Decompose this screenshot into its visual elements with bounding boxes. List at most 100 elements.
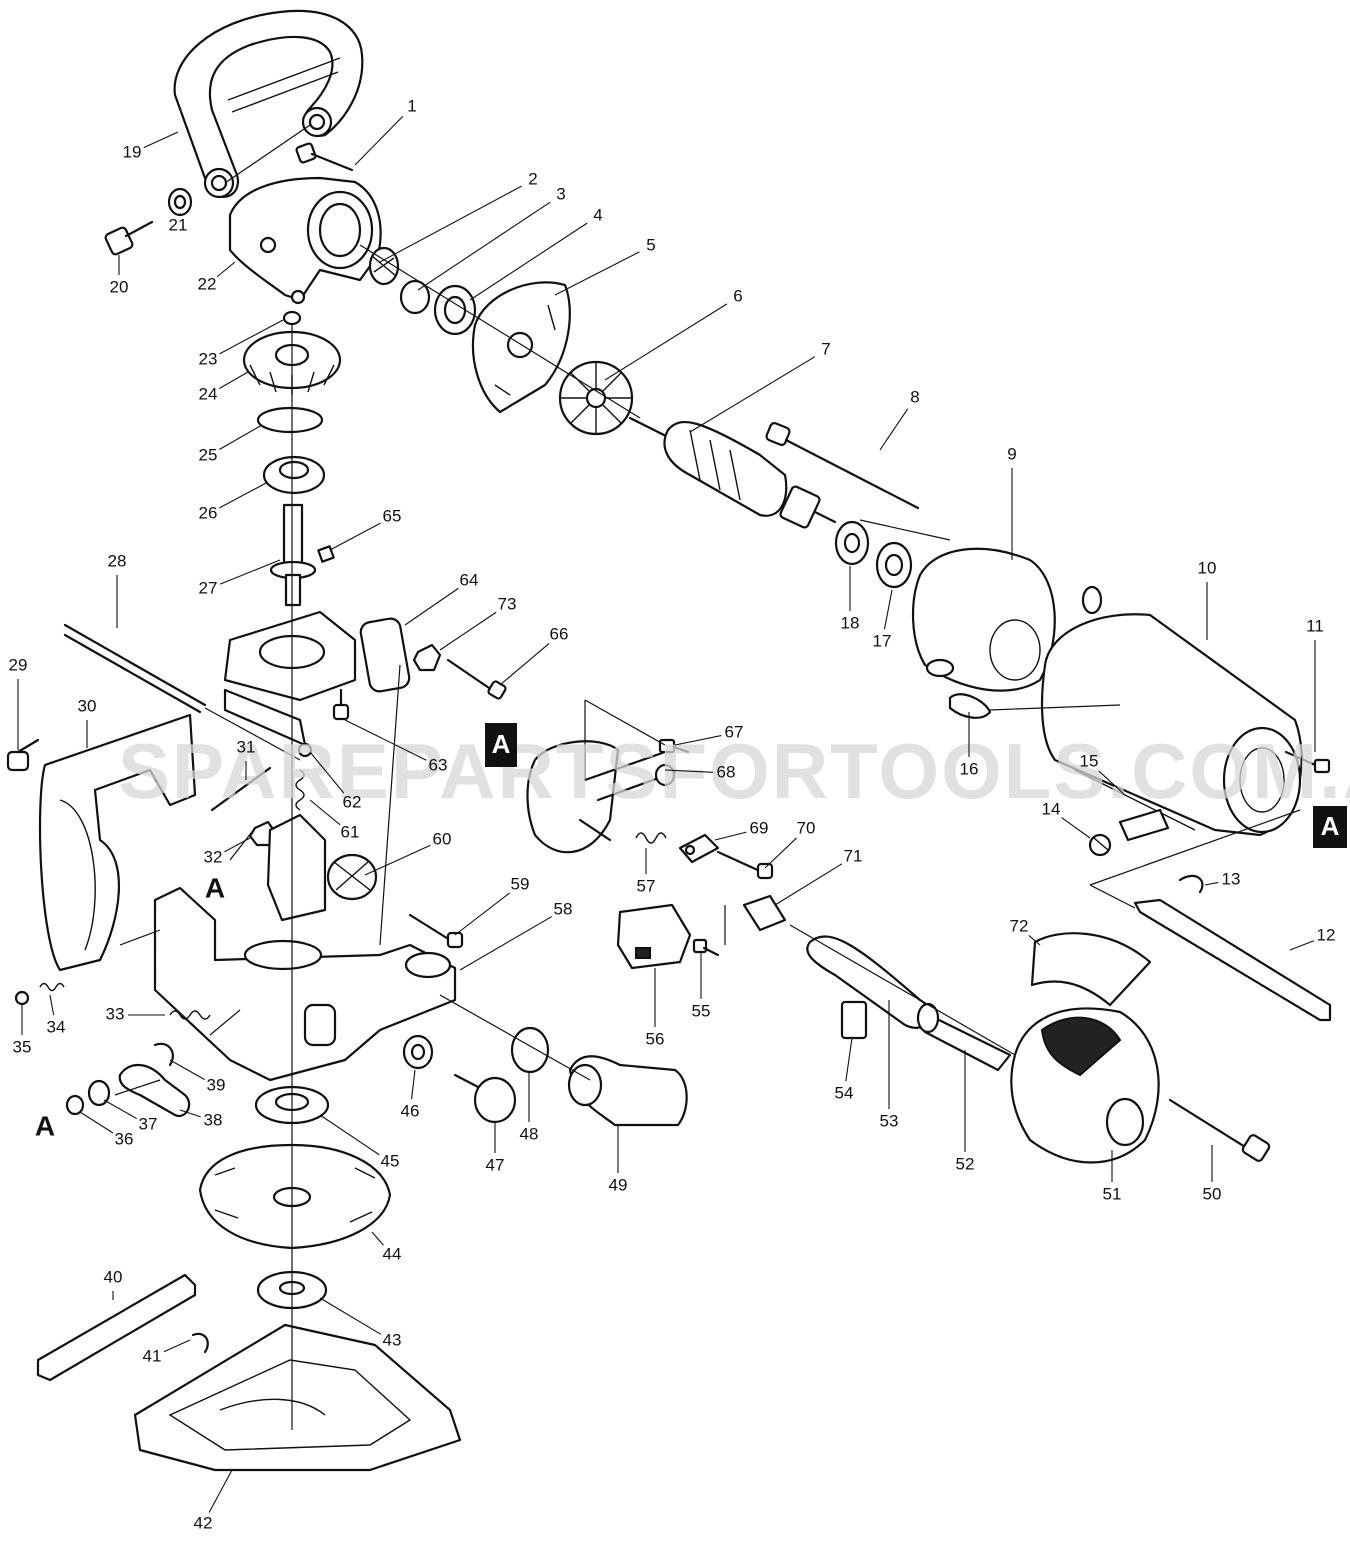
callout-label-49: 49 [609,1175,628,1194]
callout-leader-32 [224,837,251,853]
callout-label-28: 28 [108,551,127,570]
reference-letter: A [35,1110,55,1141]
callout-leader-68 [664,769,714,773]
callout-label-8: 8 [910,387,919,406]
callout-leader-6 [604,303,728,381]
callout-label-11: 11 [1306,616,1324,635]
callout-leader-1 [354,115,404,166]
part-38-lever [118,1064,191,1118]
part-62-steel-ball [297,742,313,758]
reference-marker-a-cover: A [485,723,517,767]
part-23-retaining-ring [282,310,302,326]
callout-label-26: 26 [199,503,218,522]
part-51-rear-cover [1010,1007,1160,1164]
part-4-bearing [433,284,477,336]
part-37-sleeve [87,1079,111,1107]
part-58-base-frame [153,813,457,1082]
callout-label-5: 5 [646,235,655,254]
callout-label-37: 37 [139,1114,158,1133]
callout-leader-25 [219,424,263,451]
callout-leader-44 [371,1231,384,1246]
part-8-long-screw [765,422,920,510]
part-3-o-ring [399,279,431,315]
part-28-rod [63,623,207,714]
callout-leader-71 [774,863,843,906]
callout-label-57: 57 [637,876,656,895]
callout-label-30: 30 [78,696,97,715]
callout-leader-73 [439,611,497,651]
callout-label-41: 41 [143,1346,162,1365]
callout-leader-5 [554,251,640,296]
part-52-tube [923,1016,1012,1072]
callout-label-52: 52 [956,1154,975,1173]
part-50-screw [1168,1098,1271,1162]
part-9-field [912,547,1103,692]
part-13-clip [1178,874,1204,894]
callout-leader-22 [216,261,236,278]
callout-leader-62 [309,751,345,794]
part-53-cord-guard [806,935,940,1034]
callout-leader-15 [1098,770,1126,796]
part-42-base-plate [133,1323,462,1472]
callout-label-39: 39 [207,1075,226,1094]
callout-label-7: 7 [821,339,830,358]
callout-label-66: 66 [550,624,569,643]
callout-label-53: 53 [880,1111,899,1130]
callout-leader-24 [218,371,249,389]
callout-leader-3 [417,201,551,291]
callout-label-16: 16 [960,759,979,778]
reference-marker-box [485,723,517,767]
callout-label-50: 50 [1203,1184,1222,1203]
callout-label-14: 14 [1042,799,1061,818]
callout-leader-66 [499,642,550,686]
part-48-washer [510,1026,550,1074]
callout-label-61: 61 [341,822,360,841]
reference-letter: A [1321,811,1340,841]
part-16-switch-lever [948,693,992,719]
part-69-plate [678,833,720,864]
callout-label-15: 15 [1080,751,1099,770]
part-70-screw [716,850,774,880]
callout-leader-17 [883,589,893,630]
part-41-clip [191,1332,209,1354]
reference-marker-a-motor: A [1313,806,1347,848]
part-12-rod [1133,898,1332,1022]
part-19-handle [173,9,364,199]
callout-label-65: 65 [383,506,402,525]
callout-leader-67 [674,735,722,746]
part-10-motor-housing [1040,613,1303,837]
callout-leader-19 [143,131,179,149]
callout-label-3: 3 [556,184,565,203]
callout-label-27: 27 [199,578,218,597]
callout-leader-59 [454,892,511,936]
callout-label-64: 64 [460,570,479,589]
callout-label-42: 42 [194,1513,213,1532]
callout-leader-7 [689,356,816,433]
callout-label-58: 58 [554,899,573,918]
callout-leader-43 [319,1297,382,1335]
callout-label-4: 4 [593,205,602,224]
part-29-screw [6,738,40,772]
callout-label-43: 43 [383,1330,402,1349]
part-40-guide-rod [36,1273,197,1382]
callout-label-18: 18 [841,613,860,632]
callout-label-34: 34 [47,1017,66,1036]
callout-label-1: 1 [407,96,416,115]
part-55-screw [692,938,720,957]
callout-leader-2 [379,185,522,263]
callout-leader-46 [410,1069,416,1100]
callout-leader-65 [329,522,381,551]
callout-label-44: 44 [383,1244,402,1263]
part-60-knob [326,853,378,901]
part-73-nut [412,643,442,672]
callout-leader-8 [879,408,909,451]
reference-marker-a-lever: A [35,1110,55,1141]
watermark: SPAREPARTSFORTOOLS.COM.AU [118,727,1350,815]
callout-label-33: 33 [106,1004,125,1023]
callout-leader-41 [163,1339,191,1353]
callout-leader-21 [179,213,182,217]
callout-label-13: 13 [1222,869,1241,888]
part-65-key [317,545,335,563]
part-66-bolt [446,658,507,700]
part-61-spring [295,769,305,811]
